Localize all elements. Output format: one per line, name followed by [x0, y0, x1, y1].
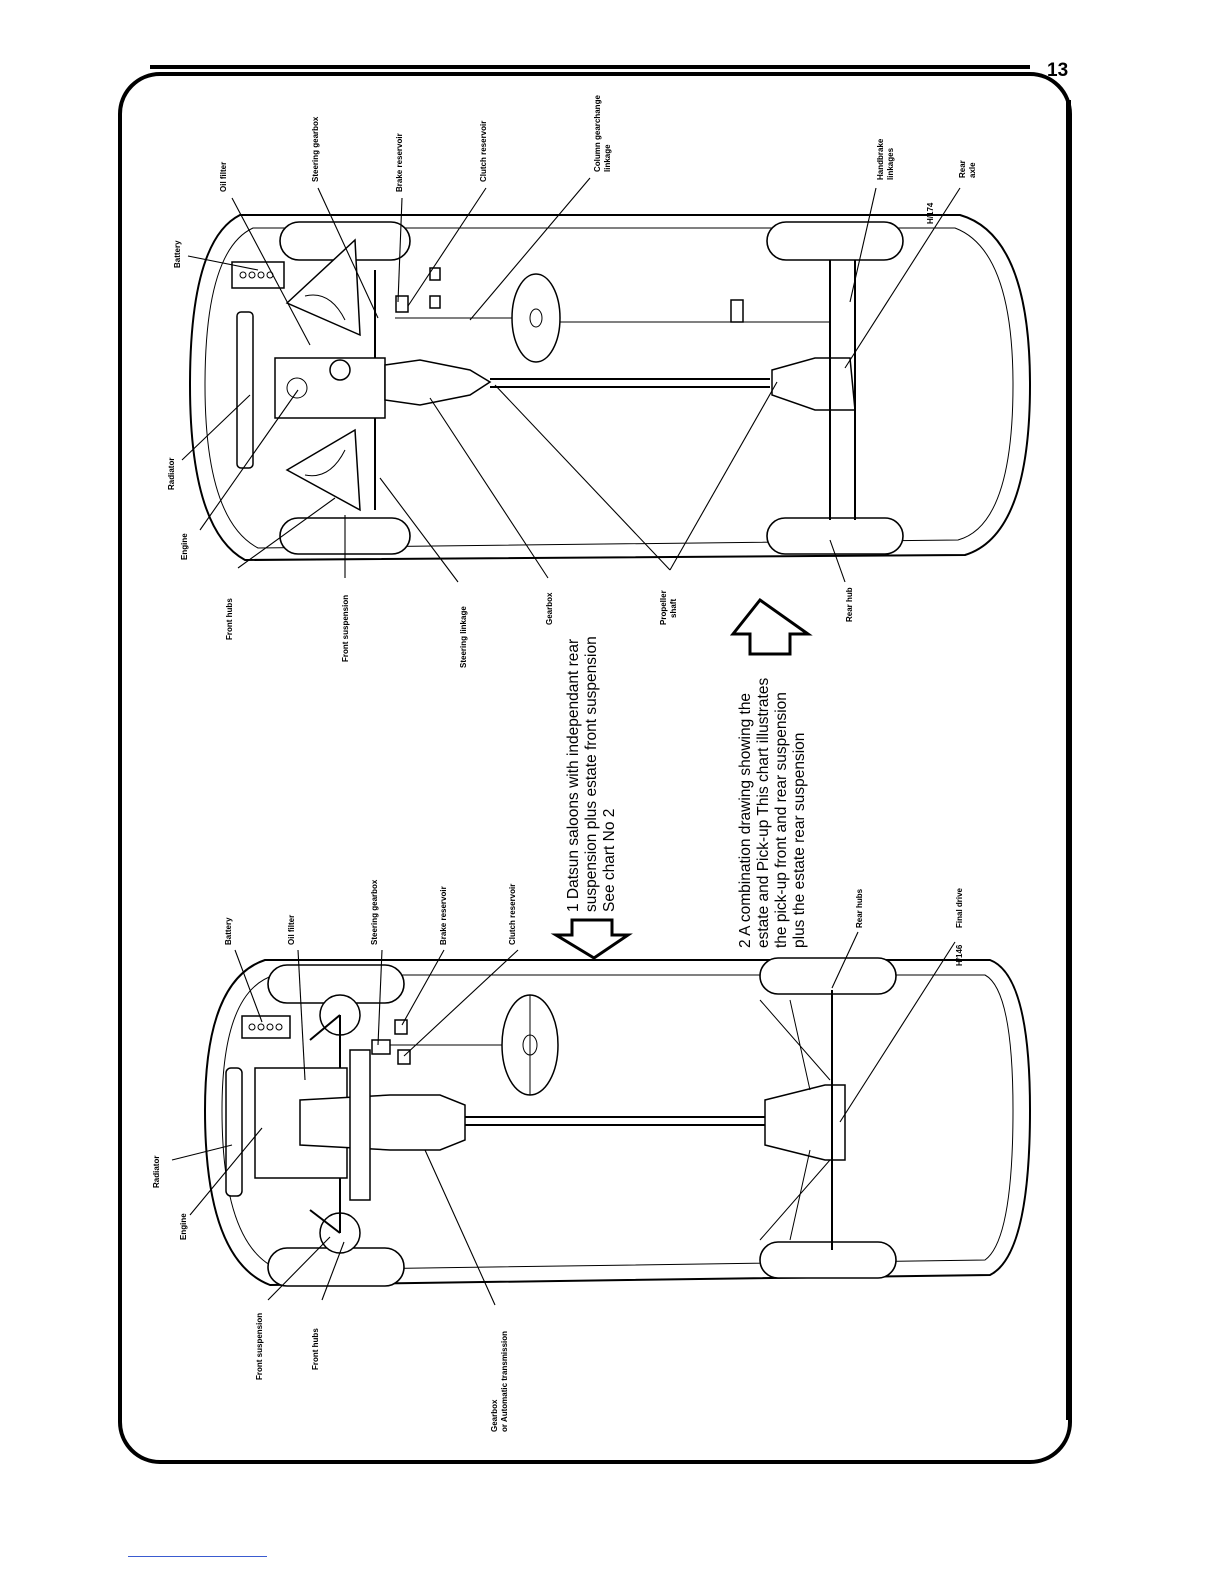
chart2-caption-line-1: 2 A combination drawing showing the [737, 693, 754, 948]
chart2-label-propeller-2: shaft [669, 599, 678, 618]
chart1-label-steering-gearbox: Steering gearbox [370, 879, 379, 945]
chart1-caption-line-1: 1 Datsun saloons with independant rear [565, 639, 582, 912]
chart1-label-battery: Battery [224, 917, 233, 945]
bottom-link-underline [128, 1556, 267, 1557]
chart2-labels: Battery Oil filter Steering gearbox Brak… [167, 95, 977, 668]
chart1-caption: 1 Datsun saloons with independant rear s… [550, 636, 633, 960]
chart2-label-front-hubs: Front hubs [225, 598, 234, 640]
chart2-label-gearbox: Gearbox [545, 592, 554, 625]
chart2-callout-lines [181, 177, 961, 583]
chart1-label-rear-hubs: Rear hubs [855, 888, 864, 928]
chart1-caption-line-2: suspension plus estate front suspension [583, 636, 600, 912]
chart2-arrow-icon [729, 597, 813, 656]
chart2-label-rear-hub: Rear hub [845, 587, 854, 622]
chart2-label-rear-axle-2: axle [968, 162, 977, 178]
chart2-caption-line-4: plus the estate rear suspension [791, 733, 808, 948]
chart2-label-propeller-1: Propeller [659, 590, 668, 625]
chart2-label-oil-filter: Oil filter [219, 162, 228, 192]
chart1-label-front-hubs: Front hubs [311, 1328, 320, 1370]
chart1-label-front-suspension: Front suspension [255, 1313, 264, 1380]
chart2-label-column-gearchange-1: Column gearchange [593, 95, 602, 172]
chart2-label-clutch-reservoir: Clutch reservoir [479, 121, 488, 182]
chart1-label-oil-filter: Oil filter [287, 915, 296, 945]
chart2-label-column-gearchange-2: linkage [603, 144, 612, 172]
chart1-label-final-drive: Final drive [955, 887, 964, 928]
chart2-label-battery: Battery [173, 240, 182, 268]
diagram-frame [118, 72, 1072, 1464]
chart1-label-clutch-reservoir: Clutch reservoir [508, 884, 517, 945]
chart2-caption-line-3: the pick-up front and rear suspension [773, 692, 790, 948]
chart2-label-engine: Engine [180, 533, 189, 560]
chart2-label-steering-linkage: Steering linkage [459, 606, 468, 668]
page-number: 13 [1047, 60, 1069, 81]
chart2-label-handbrake-1: Handbrake [876, 138, 885, 180]
chart1-chassis-drawing [203, 957, 1032, 1287]
chart2-label-radiator: Radiator [167, 458, 176, 490]
chart1-ref: H/146 [955, 944, 964, 966]
chart2-caption: 2 A combination drawing showing the esta… [729, 597, 813, 948]
chart2-caption-line-2: estate and Pick-up This chart illustrate… [755, 678, 772, 948]
chart2-label-front-suspension: Front suspension [341, 595, 350, 662]
chart1-labels: Battery Oil filter Steering gearbox Brak… [152, 879, 964, 1432]
chart2-chassis-drawing [188, 214, 1032, 562]
chart1-arrow-icon [550, 918, 633, 960]
chart2-ref: H/174 [926, 202, 935, 224]
chart1-label-brake-reservoir: Brake reservoir [439, 886, 448, 945]
chart1-label-gearbox-1: Gearbox [490, 1399, 499, 1432]
chart2-label-handbrake-2: linkages [886, 147, 895, 180]
chart2-label-steering-gearbox: Steering gearbox [311, 116, 320, 182]
chart1-caption-line-3: See chart No 2 [601, 809, 618, 912]
top-rule [150, 65, 1030, 69]
chart1-label-engine: Engine [179, 1213, 188, 1240]
chart1-label-radiator: Radiator [152, 1156, 161, 1188]
chart2-label-brake-reservoir: Brake reservoir [395, 133, 404, 192]
chart2-label-rear-axle-1: Rear [958, 160, 967, 178]
chart1-callout-lines [171, 931, 956, 1306]
chart1-label-gearbox-2: or Automatic transmission [500, 1331, 509, 1432]
